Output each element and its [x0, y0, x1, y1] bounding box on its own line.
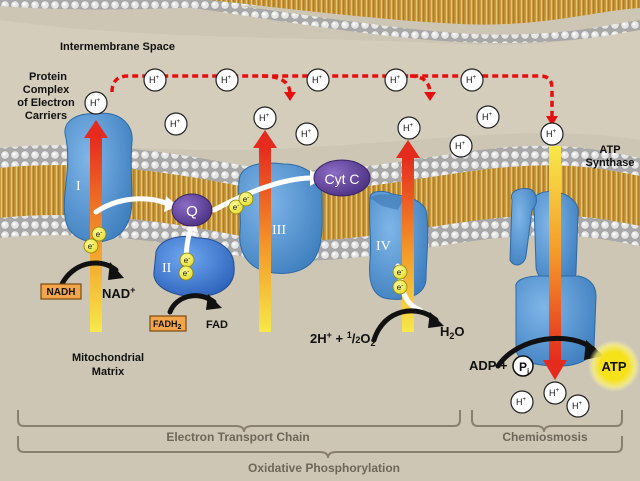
proton-label: H+ [259, 113, 270, 123]
electron-label: e- [233, 203, 239, 212]
outer-membrane [0, 0, 640, 44]
nadh-box [40, 283, 82, 300]
proton-arrow-c3 [259, 146, 271, 332]
fad-label: FAD [206, 319, 228, 331]
complex-ii [153, 236, 235, 297]
fadh2-box [149, 315, 187, 332]
proton-label: H+ [149, 75, 160, 85]
protein-complex-label-3: of Electron [17, 97, 75, 109]
oxygen-equation: 2H+ + 1/2O2 [310, 330, 376, 348]
proton-arrows [84, 120, 567, 380]
complex-iii-label: III [272, 223, 286, 238]
proton-labels: H+ H+ H+ H+ H+ H+ H+ H+ H+ H+ H+ H+ H+ H… [90, 75, 583, 411]
proton-label: H+ [403, 123, 414, 133]
electron-label: e- [397, 283, 403, 292]
bracket-lines [17, 410, 623, 459]
protein-complex-label-4: Carriers [25, 110, 67, 122]
ubiquinone [171, 193, 213, 227]
matrix-label-1: Mitochondrial [72, 352, 144, 364]
pi-label: Pi [519, 360, 529, 376]
proton-label: H+ [546, 129, 557, 139]
proton-label: H+ [301, 129, 312, 139]
proton-label: H+ [572, 401, 583, 411]
proton-circles [84, 68, 590, 418]
atp-glow [588, 340, 640, 392]
complex-i-label: I [76, 179, 81, 194]
phosphate-circle [512, 355, 534, 377]
chemiosmosis-label: Chemiosmosis [502, 430, 588, 444]
proton-label: H+ [312, 75, 323, 85]
proton-label: H+ [221, 75, 232, 85]
matrix-label-2: Matrix [92, 366, 125, 378]
proton-pathway [110, 74, 554, 118]
water-label: H2O [440, 324, 465, 341]
electron-labels: e- e- e- e- e- e- e- e- [88, 195, 403, 292]
nadh-label: NADH [47, 287, 76, 298]
etc-label: Electron Transport Chain [166, 430, 309, 444]
proton-label: H+ [390, 75, 401, 85]
proton-label: H+ [170, 119, 181, 129]
oxphos-label: Oxidative Phosphorylation [248, 461, 400, 475]
pathway-arrowheads [284, 92, 558, 126]
proton-label: H+ [466, 75, 477, 85]
atp-synthase-label-1: ATP [599, 144, 620, 156]
nad-label: NAD+ [102, 285, 135, 301]
ubiquinone-label: Q [186, 203, 198, 220]
complex-iv-label: IV [376, 239, 391, 254]
electrons [83, 191, 408, 295]
adp-label: ADP + [469, 358, 508, 373]
cytochrome-c [313, 159, 371, 197]
protein-complex-label-2: Complex [23, 84, 70, 96]
proton-label: H+ [549, 388, 560, 398]
electron-label: e- [243, 195, 249, 204]
proton-label: H+ [516, 397, 527, 407]
reaction-arrows [59, 260, 597, 369]
electron-label: e- [183, 269, 189, 278]
complex-ii-label: II [162, 261, 172, 276]
proton-label: H+ [455, 141, 466, 151]
electron-label: e- [397, 268, 403, 277]
atp-synthase-label-2: Synthase [586, 157, 635, 169]
proton-label: H+ [90, 98, 101, 108]
protein-complex-label-1: Protein [29, 71, 67, 83]
intermembrane-space-label: Intermembrane Space [60, 41, 175, 53]
cytochrome-c-label: Cyt C [325, 171, 360, 187]
proton-arrow-atp [549, 146, 561, 362]
electron-label: e- [96, 230, 102, 239]
atp-label: ATP [601, 359, 626, 374]
electron-label: e- [184, 256, 190, 265]
proton-label: H+ [482, 112, 493, 122]
fadh2-label: FADH2 [153, 319, 182, 331]
electron-label: e- [88, 242, 94, 251]
